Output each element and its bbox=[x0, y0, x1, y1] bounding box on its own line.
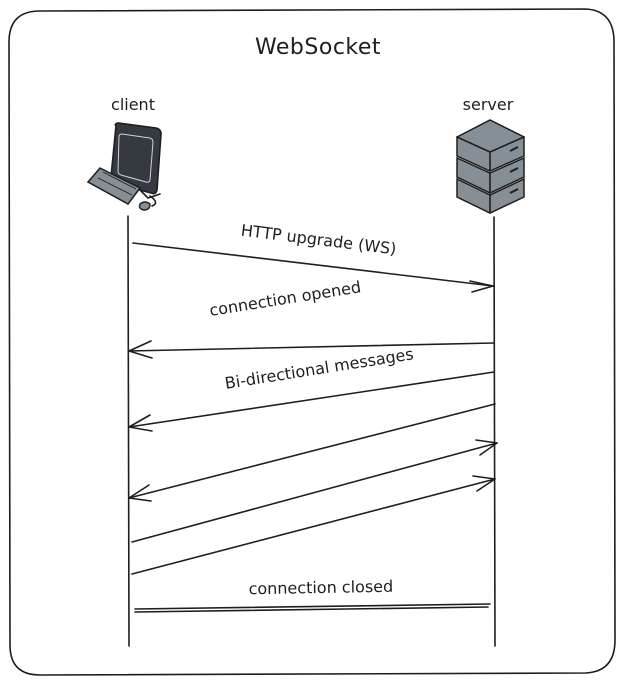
http-upgrade-label: HTTP upgrade (WS) bbox=[240, 221, 398, 259]
connection-opened-label: connection opened bbox=[208, 277, 362, 320]
server-label: server bbox=[463, 95, 514, 114]
server-rack-icon bbox=[456, 119, 525, 214]
connection-opened-arrow bbox=[128, 340, 495, 359]
diagram-frame bbox=[8, 8, 616, 676]
desktop-computer-icon bbox=[86, 122, 162, 211]
connection-closed-label: connection closed bbox=[248, 577, 393, 599]
bidirectional-arrow-3 bbox=[131, 439, 498, 543]
bidirectional-arrow-1 bbox=[128, 371, 495, 432]
bidirectional-arrow-2 bbox=[128, 403, 496, 502]
connection-closed-line bbox=[134, 603, 491, 613]
bidirectional-messages-label: Bi-directional messages bbox=[223, 344, 415, 393]
server-lifeline bbox=[493, 216, 496, 647]
client-lifeline bbox=[127, 215, 130, 647]
client-label: client bbox=[111, 95, 155, 114]
http-upgrade-arrow bbox=[132, 242, 494, 293]
diagram-title: WebSocket bbox=[255, 35, 381, 60]
bidirectional-arrow-4 bbox=[131, 475, 496, 575]
